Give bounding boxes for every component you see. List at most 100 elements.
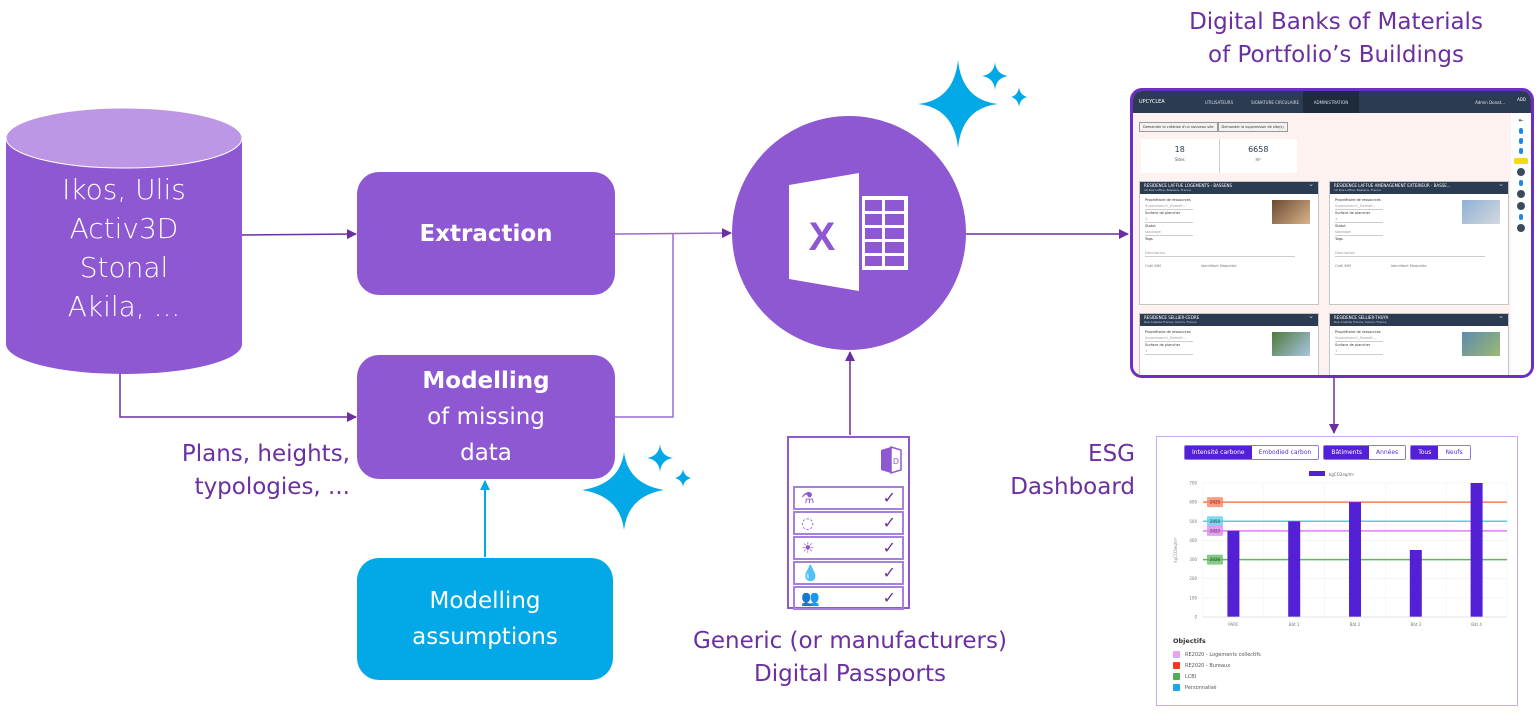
data-source: Stonal xyxy=(79,251,169,284)
owner-label: Propriétaire de ressources xyxy=(1335,330,1381,334)
stat-unit: m² xyxy=(1255,157,1262,162)
stat-sites: 18 Sites xyxy=(1141,139,1219,173)
collapse-icon[interactable]: ⇤ xyxy=(1518,117,1524,124)
surface-label: Surface de plancher xyxy=(1335,343,1371,347)
water-drops-icon: 💧 xyxy=(801,563,820,582)
surface-label: Surface de plancher xyxy=(1335,211,1371,215)
nav-circular-signature[interactable]: SIGNATURE CIRCULAIRE xyxy=(1250,99,1299,105)
avatar[interactable] xyxy=(1517,190,1525,198)
passport-criteria-row: ⚗✓ xyxy=(793,486,904,510)
model-id-input[interactable]: Identifiant Maquette xyxy=(1390,264,1427,268)
site-card-header[interactable]: RESIDENCE LAFFUE AMENAGEMENT EXTERIEUR -… xyxy=(1330,180,1508,194)
modelling-label: Modelling xyxy=(422,368,550,394)
objective-legend-item[interactable]: RE2020 - Bureaux xyxy=(1173,662,1230,669)
chevron-down-icon[interactable]: ⌄ xyxy=(1308,312,1314,320)
objective-legend-item[interactable]: RE2020 - Logements collectifs xyxy=(1173,651,1261,658)
status-input[interactable]: stockage xyxy=(1335,229,1383,236)
tags-label: Tags xyxy=(1335,237,1343,241)
location-pin-icon[interactable] xyxy=(1519,128,1523,134)
extraction-step: Extraction xyxy=(357,172,615,295)
avatar[interactable] xyxy=(1517,202,1525,210)
y-tick-label: 0 xyxy=(1194,615,1197,620)
passports-label: Generic (or manufacturers) Digital Passp… xyxy=(640,625,1060,691)
owner-select[interactable]: Superviseur1_Domofr... xyxy=(1145,335,1193,342)
location-pin-icon[interactable] xyxy=(1519,148,1523,154)
location-pin-icon[interactable] xyxy=(1519,180,1523,186)
passport-criteria-list: ⚗✓◌✓☀✓💧✓👥✓ xyxy=(793,486,904,611)
avatar[interactable] xyxy=(1517,168,1525,176)
request-new-site-button[interactable]: Demander la création d'un nouveau site xyxy=(1139,122,1218,132)
data-source: Ikos, Ulis xyxy=(62,173,186,206)
toggle-button[interactable]: Bâtiments xyxy=(1324,446,1369,459)
data-source: Akila, ... xyxy=(67,290,181,323)
add-button[interactable]: ADD xyxy=(1517,97,1526,102)
status-input[interactable]: stockage xyxy=(1145,229,1193,236)
legend-label: LCBI xyxy=(1185,673,1197,680)
line-modelling-to-excel xyxy=(615,234,674,418)
location-pin-icon[interactable] xyxy=(1519,214,1523,220)
site-photo xyxy=(1272,332,1310,356)
objective-legend-item[interactable]: Personnalisé xyxy=(1173,684,1217,691)
check-icon: ✓ xyxy=(882,538,896,557)
toggle-button[interactable]: Neufs xyxy=(1438,446,1470,459)
surface-input[interactable]: 1 xyxy=(1145,348,1193,355)
toggle-button[interactable]: Tous xyxy=(1411,446,1439,459)
chevron-down-icon[interactable]: ⌄ xyxy=(1308,180,1314,188)
objective-legend-item[interactable]: LCBI xyxy=(1173,673,1196,680)
owner-label: Propriétaire de ressources xyxy=(1145,330,1191,334)
modelling-step: Modelling of missing data xyxy=(357,355,615,479)
chevron-down-icon[interactable]: ⌄ xyxy=(1498,180,1504,188)
surface-input[interactable]: 1 xyxy=(1335,216,1383,223)
bim-tool-select[interactable]: Outil BIM xyxy=(1335,264,1351,268)
stat-unit: Sites xyxy=(1174,157,1185,162)
series-legend-swatch xyxy=(1309,471,1325,476)
owner-select[interactable]: Superviseur1_Domofr... xyxy=(1335,203,1383,210)
assumptions-label: Modelling xyxy=(429,588,541,614)
toggle-button[interactable]: Intensité carbone xyxy=(1185,446,1252,459)
location-pin-icon[interactable] xyxy=(1519,138,1523,144)
digital-bank-app-screenshot: UPCYCLEA UTILISATEURS SIGNATURE CIRCULAI… xyxy=(1130,88,1534,378)
site-name: RESIDENCE SELLIER-CEDRE xyxy=(1144,315,1200,320)
request-delete-site-button[interactable]: Demander la suppression de site(s) xyxy=(1217,122,1288,132)
threshold-badge xyxy=(1207,554,1223,565)
legend-swatch xyxy=(1173,684,1180,691)
description-input[interactable]: Description xyxy=(1335,250,1485,257)
check-icon: ✓ xyxy=(882,488,896,507)
nav-users[interactable]: UTILISATEURS xyxy=(1204,99,1234,105)
y-tick-label: 200 xyxy=(1189,576,1197,581)
avatar[interactable] xyxy=(1517,224,1525,232)
passports-label-line: Digital Passports xyxy=(754,661,946,687)
badge-icon[interactable] xyxy=(1514,158,1528,164)
esg-label-line: Dashboard xyxy=(1010,474,1135,500)
site-card[interactable]: RESIDENCE LAFFUE AMENAGEMENT EXTERIEUR -… xyxy=(1329,181,1509,305)
digital-banks-title: Digital Banks of Materials of Portfolio’… xyxy=(1140,6,1532,72)
bar xyxy=(1227,530,1240,617)
site-address: Rue Anatole France, Cenon, France xyxy=(1144,320,1197,324)
user-menu[interactable]: Admin Donat... xyxy=(1475,99,1505,105)
toggle-button[interactable]: Années xyxy=(1368,446,1406,459)
surface-input[interactable]: 1 xyxy=(1335,348,1383,355)
model-id-input[interactable]: Identifiant Maquette xyxy=(1200,264,1237,268)
app-logo: UPCYCLEA xyxy=(1139,99,1165,105)
toggle-button[interactable]: Embodied carbon xyxy=(1251,446,1319,459)
chevron-down-icon[interactable]: ⌄ xyxy=(1498,312,1504,320)
owner-select[interactable]: Superviseur1_Domofr... xyxy=(1145,203,1193,210)
owner-select[interactable]: Superviseur1_Domofr... xyxy=(1335,335,1383,342)
nav-administration[interactable]: ADMINISTRATION xyxy=(1303,91,1359,113)
passport-criteria-row: 💧✓ xyxy=(793,561,904,585)
arrow-db-to-extraction xyxy=(237,229,357,240)
description-input[interactable]: Description xyxy=(1145,250,1295,257)
surface-input[interactable]: 1 xyxy=(1145,216,1193,223)
bim-tool-select[interactable]: Outil BIM xyxy=(1145,264,1161,268)
site-address: 10 Rue Laffue, Bassens, France xyxy=(1334,188,1381,192)
circular-icon: ◌ xyxy=(801,513,815,532)
